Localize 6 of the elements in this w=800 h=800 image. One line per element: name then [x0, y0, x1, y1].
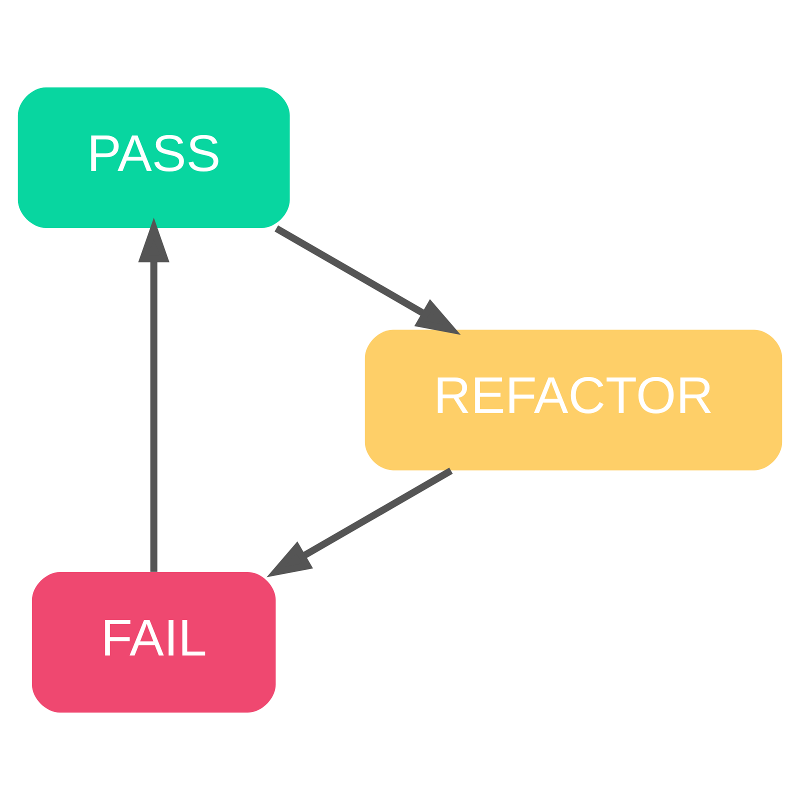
arrow	[266, 468, 453, 578]
arrow	[274, 225, 461, 335]
node-box: PASS	[18, 87, 290, 228]
node-box: FAIL	[32, 572, 276, 713]
arrow	[138, 218, 170, 572]
node-box: REFACTOR	[364, 330, 782, 470]
